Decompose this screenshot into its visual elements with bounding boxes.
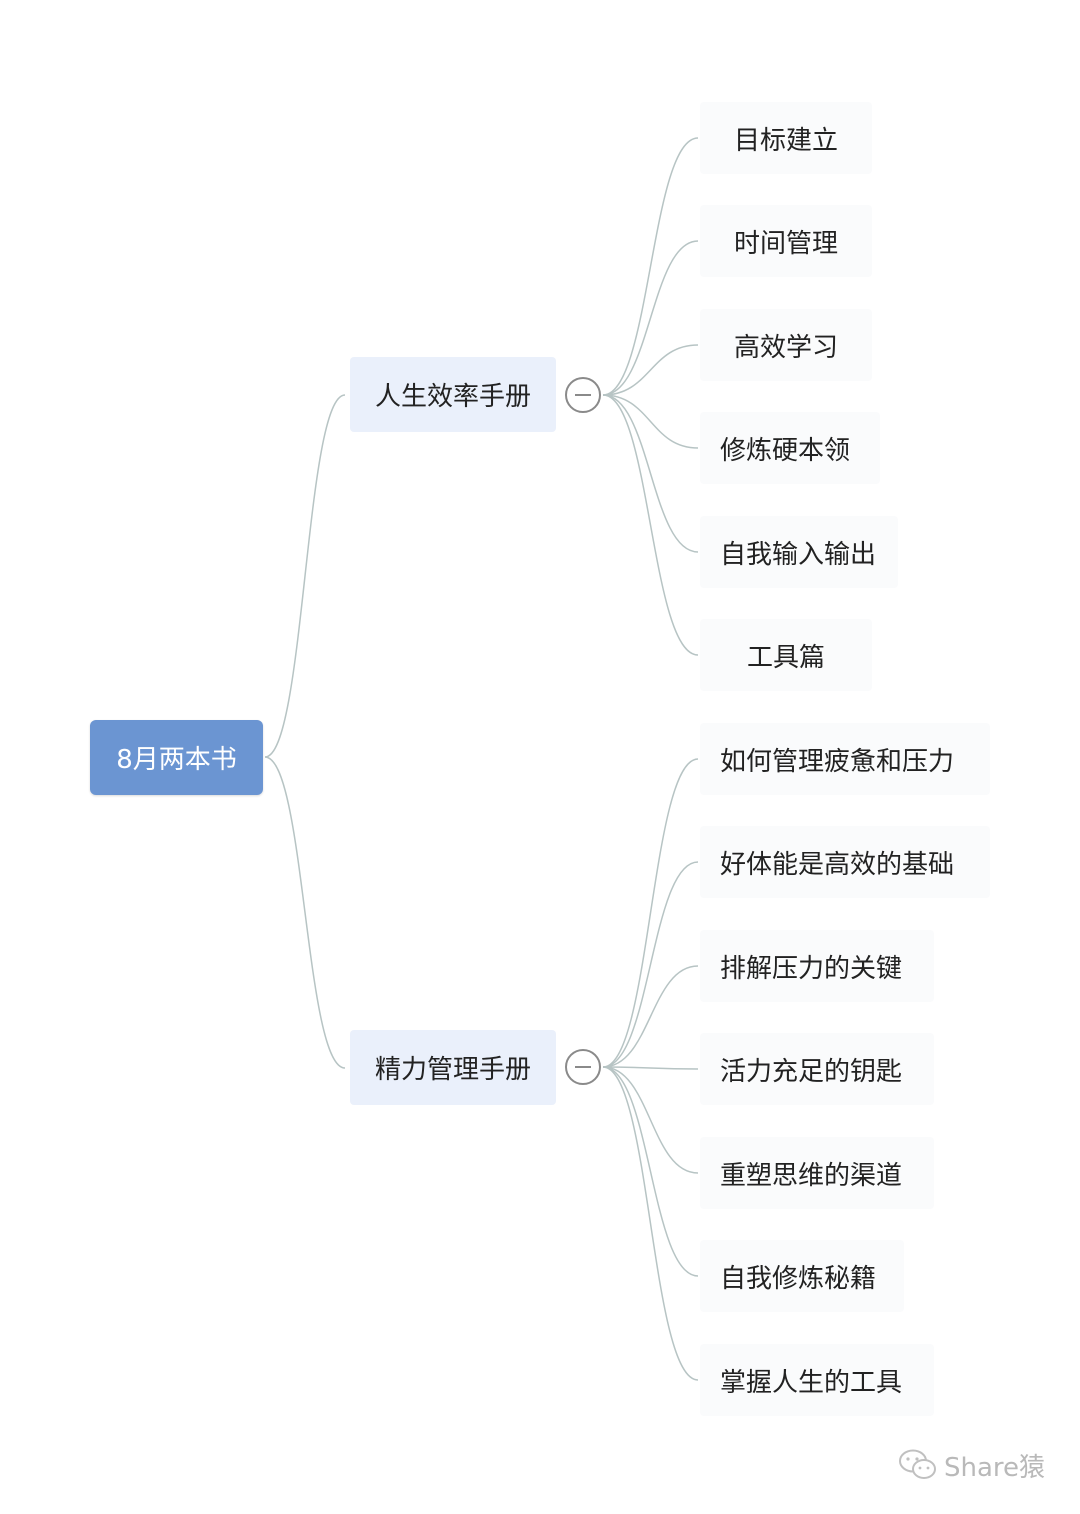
connector-line: [602, 394, 699, 553]
leaf-node[interactable]: 工具篇: [700, 619, 872, 691]
leaf-node[interactable]: 自我输入输出: [700, 516, 898, 588]
watermark-label: Share猿: [944, 1452, 1046, 1483]
collapse-toggle-icon[interactable]: [565, 377, 601, 413]
connector-line: [602, 240, 699, 396]
leaf-node[interactable]: 重塑思维的渠道: [700, 1137, 934, 1209]
leaf-node[interactable]: 好体能是高效的基础: [700, 826, 990, 898]
connector-line: [602, 861, 699, 1068]
connector-line: [602, 1066, 699, 1277]
wechat-icon: [899, 1449, 936, 1479]
watermark: Share猿: [898, 1445, 1045, 1485]
connector-line: [602, 1066, 699, 1174]
leaf-node[interactable]: 掌握人生的工具: [700, 1344, 934, 1416]
collapse-toggle-icon[interactable]: [565, 1049, 601, 1085]
connector-line: [602, 965, 699, 1068]
root-node[interactable]: 8月两本书: [90, 720, 263, 795]
connector-line: [602, 1066, 699, 1381]
connector-line: [602, 344, 699, 396]
connector-line: [264, 756, 346, 1069]
connector-line: [602, 1066, 699, 1070]
leaf-node[interactable]: 如何管理疲惫和压力: [700, 723, 990, 795]
branch-node-efficiency[interactable]: 人生效率手册: [350, 357, 556, 432]
leaf-node[interactable]: 时间管理: [700, 205, 872, 277]
connector-line: [264, 394, 346, 758]
connector-line: [602, 137, 699, 396]
connector-line: [602, 394, 699, 449]
connector-line: [602, 394, 699, 656]
leaf-node[interactable]: 活力充足的钥匙: [700, 1033, 934, 1105]
leaf-node[interactable]: 自我修炼秘籍: [700, 1240, 904, 1312]
branch-node-energy[interactable]: 精力管理手册: [350, 1030, 556, 1105]
leaf-node[interactable]: 修炼硬本领: [700, 412, 880, 484]
leaf-node[interactable]: 高效学习: [700, 309, 872, 381]
leaf-node[interactable]: 排解压力的关键: [700, 930, 934, 1002]
leaf-node[interactable]: 目标建立: [700, 102, 872, 174]
connector-line: [602, 758, 699, 1068]
